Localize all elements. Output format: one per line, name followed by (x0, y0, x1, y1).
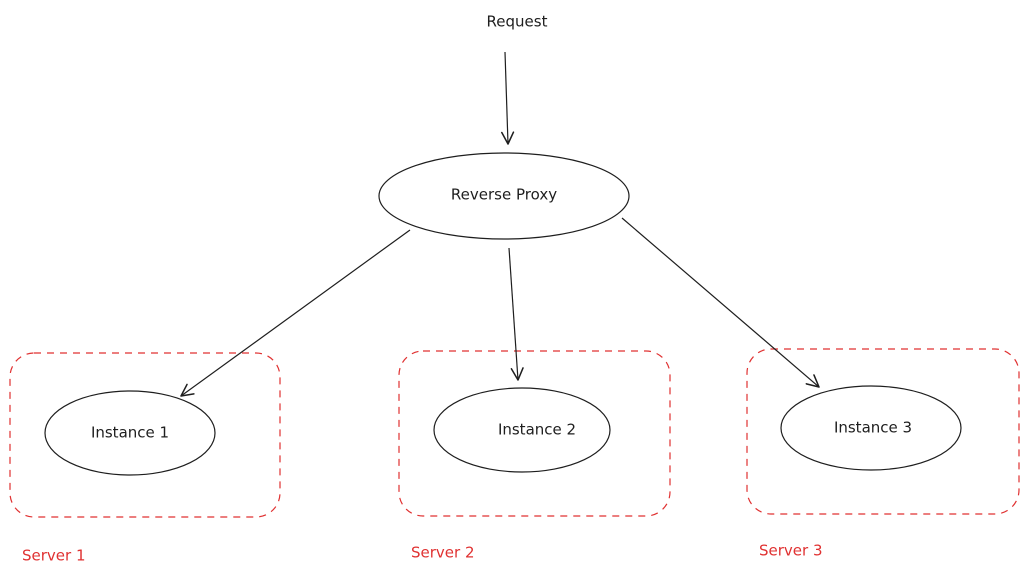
request-label: Request (486, 12, 548, 31)
request-arrow[interactable] (501, 51, 515, 145)
instance-node-1[interactable] (44, 390, 216, 476)
server-1-label: Server 1 (22, 546, 86, 565)
reverse-proxy-node[interactable] (378, 152, 630, 240)
proxy-to-instance-2-arrow[interactable] (508, 247, 524, 381)
server-box-2[interactable] (398, 350, 671, 517)
proxy-to-instance-1-arrow[interactable] (180, 229, 411, 397)
instance-2-label: Instance 2 (497, 420, 577, 439)
server-box-1[interactable] (9, 352, 281, 518)
server-3-label: Server 3 (759, 541, 823, 560)
reverse-proxy-label: Reverse Proxy (450, 185, 558, 204)
instance-node-3[interactable] (780, 385, 962, 471)
server-2-label: Server 2 (411, 543, 475, 562)
instance-node-2[interactable] (433, 387, 611, 473)
instance-3-label: Instance 3 (833, 418, 913, 437)
proxy-to-instance-3-arrow[interactable] (621, 217, 820, 388)
instance-1-label: Instance 1 (90, 423, 170, 442)
